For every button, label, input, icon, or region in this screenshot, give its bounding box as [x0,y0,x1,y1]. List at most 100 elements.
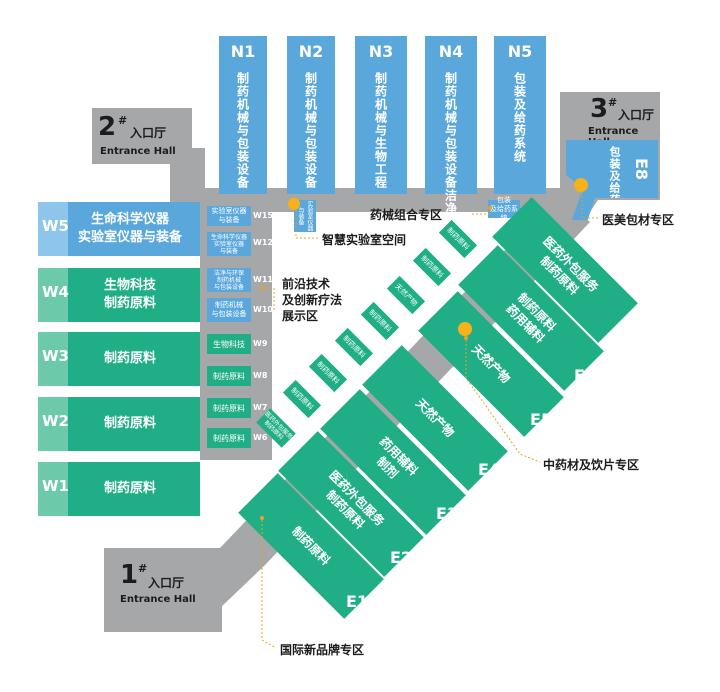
hall-w4-code-tab [38,268,68,322]
hall-e6-label: 制药原料 药用辅料 [503,290,559,346]
hall-w4[interactable]: W4 生物科技 制药原料 [38,268,200,322]
hall-w5-code: W5 [42,217,69,235]
hall-w11-label: 洁净与环保 制药机械 与包装设备 [213,269,244,291]
hall3-number: 3 [590,94,609,124]
hall-w11[interactable]: 洁净与环保 制药机械 与包装设备 [207,268,251,292]
hall-w10-label: 制药机械 与包装设备 [211,301,247,318]
hall-n2-label: 制药机械与包装设备 [303,72,318,189]
bulb-icon [288,198,300,210]
hall-n2[interactable]: N2 制药机械与包装设备 [287,36,335,194]
hall-w8[interactable]: 制药原料 [207,366,251,386]
hall-w4-code: W4 [42,283,69,301]
hall-n5-label: 包装及给药系统 [512,72,527,163]
hall-w3-code: W3 [42,347,69,365]
hall-w7[interactable]: 制药原料 [207,398,251,418]
hall2-sup: # [118,114,128,127]
hall-n5[interactable]: N5 包装及给药系统 [494,36,546,194]
hall-w5[interactable]: W5 生命科学仪器 实验室仪器与装备 [38,202,200,256]
hall-w15-code: W15 [253,211,273,220]
hall2-en: Entrance Hall [100,146,176,157]
hall-n18-label: 包装 及给药系统 [490,195,518,222]
hall-w5-label: 生命科学仪器 实验室仪器与装备 [77,212,182,245]
hall-e5-code: E5 [530,410,553,429]
callout-equipment-combo: 药械组合专区 [370,208,443,222]
hall-w10[interactable]: 制药机械 与包装设备 [207,298,251,322]
callout-frontier: 前沿技术 及创新疗法 展示区 [282,277,343,323]
hall-e4-label: 天然产物 [413,396,457,440]
hall2-number: 2 [98,112,117,142]
hall-n3-code: N3 [368,42,394,61]
hall-n2-code: N2 [298,42,324,61]
hall-w7-label: 制药原料 [213,403,245,413]
hall-e3-label: 药用辅料 制剂 [373,434,421,482]
hall-w8-code: W8 [253,371,268,380]
hall1-en: Entrance Hall [120,594,196,605]
hall-w15[interactable]: 实验室仪器 与装备 [207,206,251,226]
hall-w2-code-tab [38,397,68,451]
hall-n5-code: N5 [507,42,533,61]
hall-e1-code: E1 [346,592,369,611]
hall-w6[interactable]: 制药原料 [207,428,251,448]
hall-e7-code: E7 [620,318,643,337]
hall-e4-code: E4 [478,460,501,479]
hall-e8-label: 包装及给药系统 [608,146,621,230]
entrance-hall-1: 1 # 入口厅 Entrance Hall [110,560,220,610]
hall-w2[interactable]: W2 制药原料 [38,397,200,451]
hall2-cn: 入口厅 [130,126,167,140]
hall-e8-code: E8 [632,158,651,181]
hall-w2-code: W2 [42,412,69,430]
hall-w3[interactable]: W3 制药原料 [38,332,200,386]
hall-w1-code: W1 [42,477,69,495]
hall-n4[interactable]: N4 制药机械与包装设备洁净与环保 [425,36,477,254]
hall-n1-code: N1 [230,42,256,61]
hall-w1-label: 制药原料 [103,481,156,496]
hall-w6-code: W6 [253,433,268,442]
hall-e5-label: 天然产物 [469,342,513,386]
hall-e2-code: E2 [390,548,413,567]
hall-w2-label: 制药原料 [103,416,156,431]
hall1-sup: # [138,562,148,575]
hall-w9-label: 生物科技 [213,339,245,349]
hall-w1[interactable]: W1 制药原料 [38,462,200,516]
hall-w10-code: W10 [253,305,273,314]
bulb-icon [458,322,472,336]
callout-intl-brand: 国际新品牌专区 [280,643,365,657]
callout-tcm: 中药材及饮片专区 [543,458,640,472]
hall-n4-label: 制药机械与包装设备洁净与环保 [443,72,458,254]
hall1-block [104,548,222,632]
hall-e3-code: E3 [436,504,459,523]
hall-w4-label: 生物科技 制药原料 [103,278,156,311]
hall-e1-label: 制药原料 [289,524,333,568]
hall-n3[interactable]: N3 制药机械与生物工程 [355,36,407,194]
hall-n1[interactable]: N1 制药机械与包装设备 [219,36,267,194]
hall-w11-code: W11 [253,275,273,284]
hall-w3-label: 制药原料 [103,351,156,366]
hall-w6-label: 制药原料 [213,433,245,443]
hall3-cn: 入口厅 [618,108,655,122]
hall2-block [92,108,192,164]
hall-w5-code-tab [38,202,68,256]
hall-w9[interactable]: 生物科技 [207,334,251,354]
hall-n18[interactable]: 包装 及给药系统 [488,196,520,222]
callout-smart-lab: 智慧实验室空间 [322,233,407,247]
hall-w12-label: 生命科学仪器 实验室仪器 与装备 [210,233,247,255]
hall-n3-label: 制药机械与生物工程 [373,72,388,189]
hall-n1-label: 制药机械与包装设备 [235,72,250,189]
hall-w8-label: 制药原料 [213,371,245,381]
hall-w1-code-tab [38,462,68,516]
hall-e6-code: E6 [574,366,597,385]
hall1-cn: 入口厅 [148,576,185,590]
hall-w12[interactable]: 生命科学仪器 实验室仪器 与装备 [207,232,251,256]
hall-w7-code: W7 [253,403,268,412]
hall1-number: 1 [120,560,139,590]
entrance-hall-3: 3 # 入口厅 Entrance Hall [580,94,660,148]
hall-w9-code: W9 [253,339,268,348]
entrance-hall-2: 2 # 入口厅 Entrance Hall [96,112,192,164]
hall-w15-label: 实验室仪器 与装备 [211,207,247,224]
bulb-icon [574,178,588,192]
hall-n4-code: N4 [438,42,464,61]
hall3-sup: # [608,96,618,109]
hall-w12-code: W12 [253,238,273,247]
callout-cosmetic-pack: 医美包材专区 [602,213,675,227]
hall-w3-code-tab [38,332,68,386]
